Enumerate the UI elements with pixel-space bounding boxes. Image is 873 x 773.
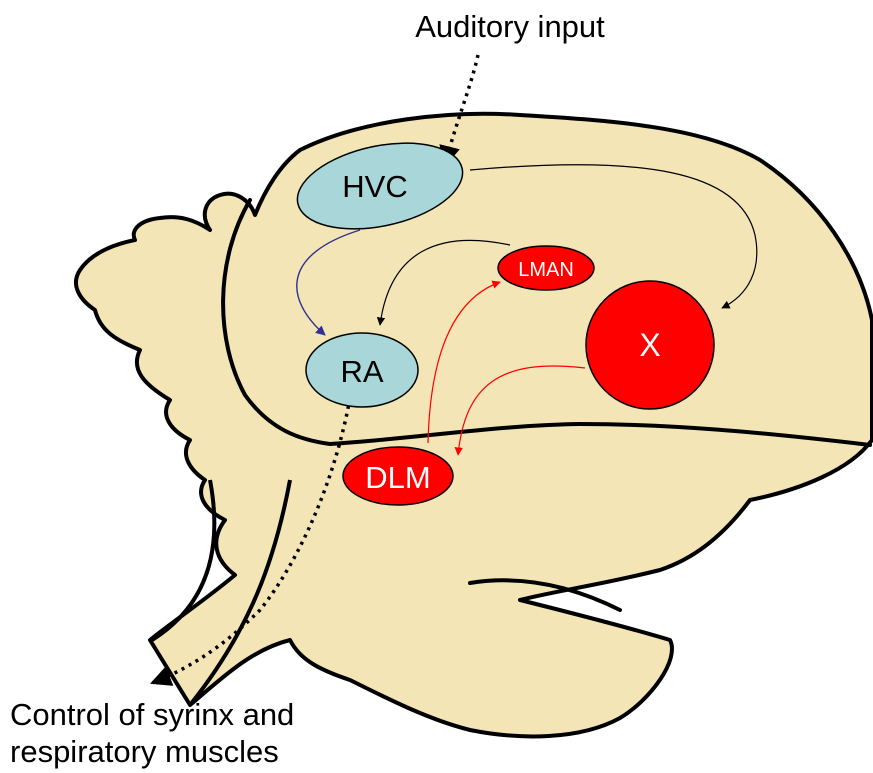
dlm-label: DLM (365, 460, 430, 495)
hvc-label: HVC (342, 169, 407, 204)
brain-outline (76, 114, 872, 737)
ra-label: RA (340, 354, 383, 389)
output-label-line1: Control of syrinx and (10, 697, 294, 732)
x-label: X (639, 327, 660, 363)
lman-label: LMAN (518, 259, 574, 281)
auditory-input-label: Auditory input (415, 9, 605, 44)
output-label-line2: respiratory muscles (10, 734, 279, 769)
